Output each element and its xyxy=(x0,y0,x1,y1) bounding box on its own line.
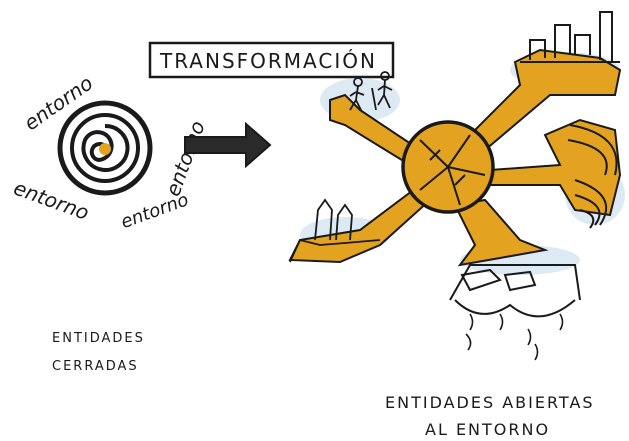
open-entities-line2: AL ENTORNO xyxy=(425,420,550,439)
open-hub-icon xyxy=(288,11,625,361)
transformation-title: TRANSFORMACIÓN xyxy=(159,49,377,73)
closed-entities-line1: ENTIDADES xyxy=(52,331,145,346)
title-box: TRANSFORMACIÓN xyxy=(148,41,395,79)
open-entities-line1: ENTIDADES ABIERTAS xyxy=(385,393,595,412)
right-arrow-icon xyxy=(184,121,272,169)
entorno-label-right: entorno xyxy=(161,118,210,200)
entorno-label-bottom-mid: entorno xyxy=(118,189,191,233)
closed-spiral-icon xyxy=(57,100,153,196)
closed-entities-line2: CERRADAS xyxy=(52,359,139,374)
entorno-label-top: entorno xyxy=(19,71,97,136)
